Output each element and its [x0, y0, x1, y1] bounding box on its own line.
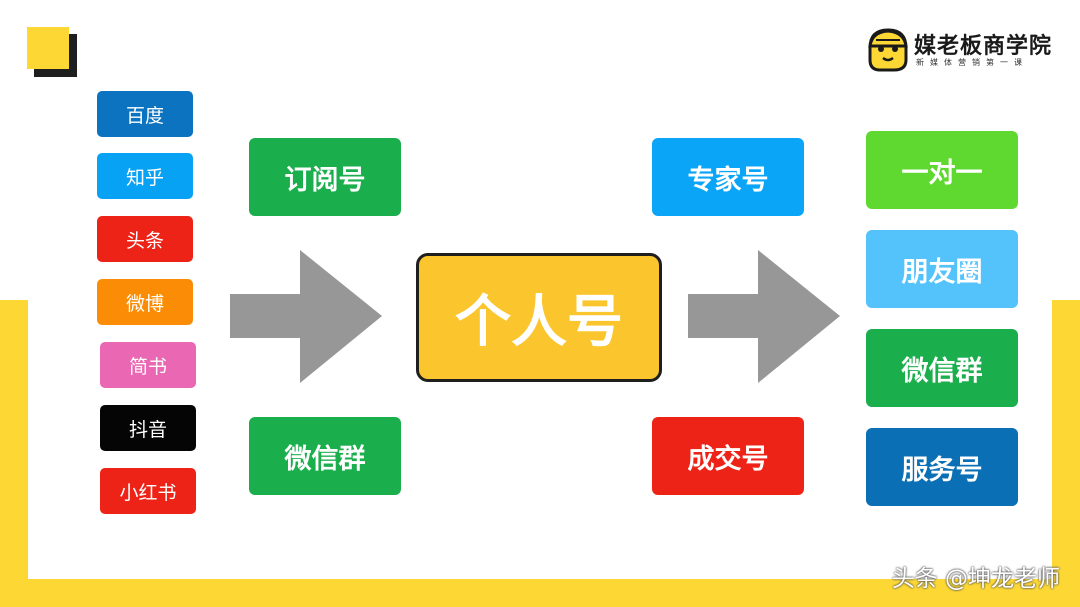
box-moments: 朋友圈: [866, 230, 1018, 308]
box-wechat-group-left: 微信群: [249, 417, 401, 495]
platform-douyin: 抖音: [100, 405, 196, 451]
center-personal-account: 个人号: [416, 253, 662, 382]
frame-left-bar: [0, 300, 28, 607]
box-deal-account: 成交号: [652, 417, 804, 495]
box-subscription-account: 订阅号: [249, 138, 401, 216]
mascot-icon: [868, 28, 908, 72]
corner-yellow-square: [27, 27, 69, 69]
brand-logo: 媒老板商学院 新媒体营销第一课: [866, 26, 1056, 72]
platform-toutiao: 头条: [97, 216, 193, 262]
box-one-on-one: 一对一: [866, 131, 1018, 209]
watermark: 头条 @坤龙老师: [891, 566, 1060, 592]
brand-name: 媒老板商学院: [914, 34, 1053, 59]
platform-xiaohongshu: 小红书: [100, 468, 196, 514]
platform-baidu: 百度: [97, 91, 193, 137]
platform-zhihu: 知乎: [97, 153, 193, 199]
box-expert-account: 专家号: [652, 138, 804, 216]
arrow-right-icon: [688, 250, 840, 383]
box-wechat-group-right: 微信群: [866, 329, 1018, 407]
platform-weibo: 微博: [97, 279, 193, 325]
platform-jianshu: 简书: [100, 342, 196, 388]
brand-subtitle: 新媒体营销第一课: [916, 58, 1028, 67]
arrow-right-icon: [230, 250, 382, 383]
box-service-account: 服务号: [866, 428, 1018, 506]
frame-bottom-bar: [0, 579, 1080, 607]
frame-right-bar: [1052, 300, 1080, 607]
